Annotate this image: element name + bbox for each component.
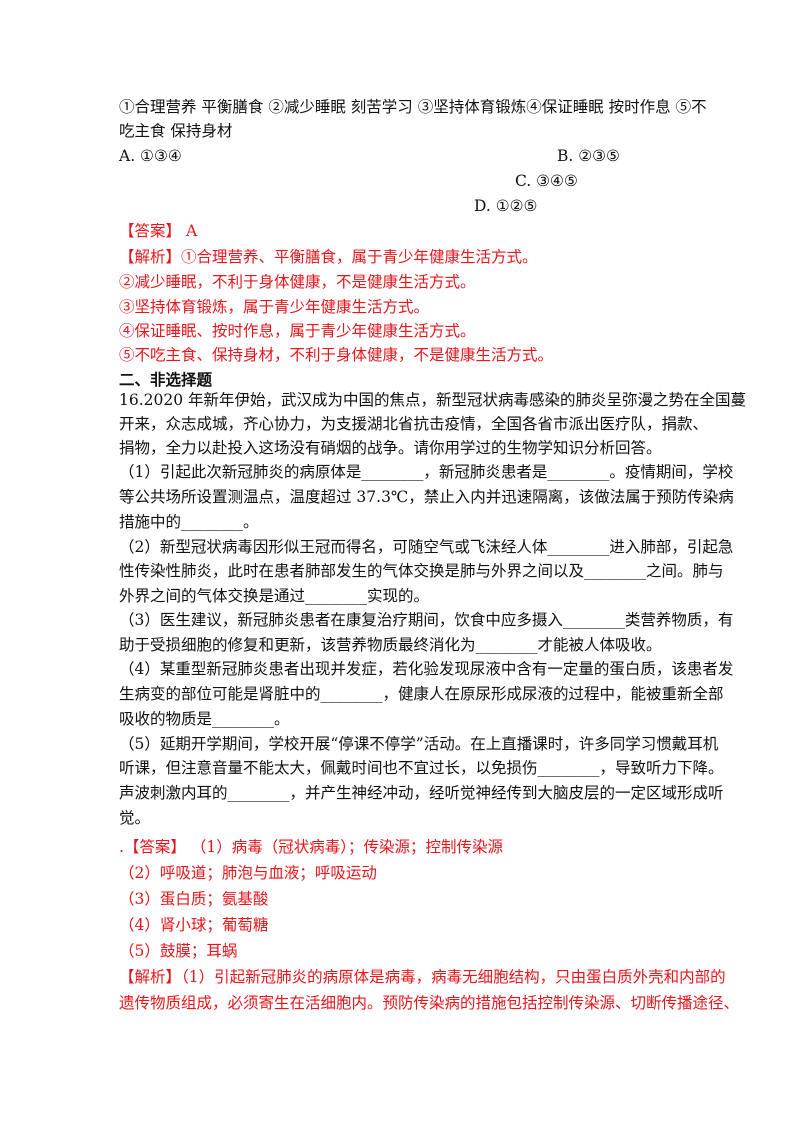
q16-part1-line-2: 等公共场所设置测温点，温度超过 37.3℃，禁止入内并迅速隔离，该做法属于预防传… <box>119 488 734 506</box>
q16-intro-line-2: 开来，众志成城，齐心协力，为支援湖北省抗击疫情，全国各省市派出医疗队，捐款、 <box>119 415 709 433</box>
q16-part5-line-4: 觉。 <box>119 809 151 827</box>
q16-intro-line-3: 捐物，全力以赴投入这场没有硝烟的战争。请你用学过的生物学知识分析回答。 <box>119 439 662 457</box>
q15-option-a: A. ①③④ <box>119 147 182 165</box>
q16-part5-line-1: （5）延期开学期间，学校开展“停课不停学”活动。在上直播课时，许多同学习惯戴耳机 <box>119 735 719 753</box>
q16-analysis-line-1: 【解析】（1）引起新冠肺炎的病原体是病毒，病毒无细胞结构，只由蛋白质外壳和内部的 <box>119 966 726 988</box>
q16-answer-1: （1）病毒（冠状病毒）；传染源；控制传染源 <box>190 838 503 856</box>
q16-part5-line-2: 听课，但注意音量不能太大，佩戴时间也不宜过长，以免损伤________，导致听力… <box>119 759 724 777</box>
q16-analysis-label: 【解析】 <box>119 968 182 986</box>
q15-analysis-text-1: ①合理营养、平衡膳食，属于青少年健康生活方式。 <box>181 248 538 266</box>
q15-option-d: D. ①②⑤ <box>474 197 538 215</box>
section-title: 二、非选择题 <box>119 370 213 389</box>
q16-part5-line-3: 声波刺激内耳的________，并产生神经冲动，经听觉神经传到大脑皮层的一定区域… <box>119 784 724 802</box>
q15-analysis-line-4: ④保证睡眠、按时作息，属于青少年健康生活方式。 <box>119 322 476 340</box>
q15-answer: 【答案】 A <box>119 220 197 242</box>
q16-answer-line-1: .【答案】 （1）病毒（冠状病毒）；传染源；控制传染源 <box>119 836 503 858</box>
q16-part2-line-2: 性传染性肺炎，此时在患者肺部发生的气体交换是肺与外界之间以及________之间… <box>119 562 724 580</box>
q15-analysis-line-3: ③坚持体育锻炼，属于青少年健康生活方式。 <box>119 298 430 316</box>
q15-answer-value: A <box>185 222 198 240</box>
q15-analysis-line-2: ②减少睡眠，不利于身体健康，不是健康生活方式。 <box>119 273 476 291</box>
q16-part1-line-3: 措施中的________。 <box>119 513 259 531</box>
q16-answer-5: （5）鼓膜；耳蜗 <box>119 942 238 960</box>
q16-part1-line-1: （1）引起此次新冠肺炎的病原体是________，新冠肺炎患者是________… <box>119 463 734 481</box>
q16-part4-line-3: 吸收的物质是________。 <box>119 710 290 728</box>
q16-part2-line-3: 外界之间的气体交换是通过________实现的。 <box>119 587 430 605</box>
q16-intro-line-1: 16.2020 年新年伊始，武汉成为中国的焦点，新型冠状病毒感染的肺炎呈弥漫之势… <box>119 391 747 409</box>
q16-part2-line-1: （2）新型冠状病毒因形似王冠而得名，可随空气或飞沫经人体________进入肺部… <box>119 538 734 556</box>
q16-answer-2: （2）呼吸道；肺泡与血液；呼吸运动 <box>119 864 377 882</box>
q15-option-b: B. ②③⑤ <box>557 147 620 165</box>
q15-answer-label: 【答案】 <box>119 222 182 240</box>
q15-stem-line-1: ①合理营养 平衡膳食 ②减少睡眠 刻苦学习 ③坚持体育锻炼④保证睡眠 按时作息 … <box>119 98 707 116</box>
q16-part4-line-2: 生病变的部位可能是肾脏中的________，健康人在原尿形成尿液的过程中，能被重… <box>119 685 724 703</box>
q15-analysis-label: 【解析】 <box>119 248 182 266</box>
q16-answer-4: （4）肾小球；葡萄糖 <box>119 916 269 934</box>
q16-part4-line-1: （4）某重型新冠肺炎患者出现并发症，若化验发现尿液中含有一定量的蛋白质，该患者发 <box>119 660 734 678</box>
q15-stem-line-2: 吃主食 保持身材 <box>119 122 233 140</box>
q16-part3-line-2: 助于受损细胞的修复和更新，该营养物质最终消化为________才能被人体吸收。 <box>119 636 662 654</box>
q15-analysis-line-1: 【解析】①合理营养、平衡膳食，属于青少年健康生活方式。 <box>119 246 538 268</box>
q16-analysis-text-1: （1）引起新冠肺炎的病原体是病毒，病毒无细胞结构，只由蛋白质外壳和内部的 <box>181 968 726 986</box>
q16-answer-label: .【答案】 <box>119 838 186 856</box>
q16-part3-line-1: （3）医生建议，新冠肺炎患者在康复治疗期间，饮食中应多摄入________类营养… <box>119 611 734 629</box>
q16-analysis-line-2: 遗传物质组成，必须寄生在活细胞内。预防传染病的措施包括控制传染源、切断传播途径、 <box>119 994 740 1012</box>
q15-option-c: C. ③④⑤ <box>515 172 578 190</box>
q16-answer-3: （3）蛋白质；氨基酸 <box>119 890 269 908</box>
q15-analysis-line-5: ⑤不吃主食、保持身材，不利于身体健康，不是健康生活方式。 <box>119 346 554 364</box>
